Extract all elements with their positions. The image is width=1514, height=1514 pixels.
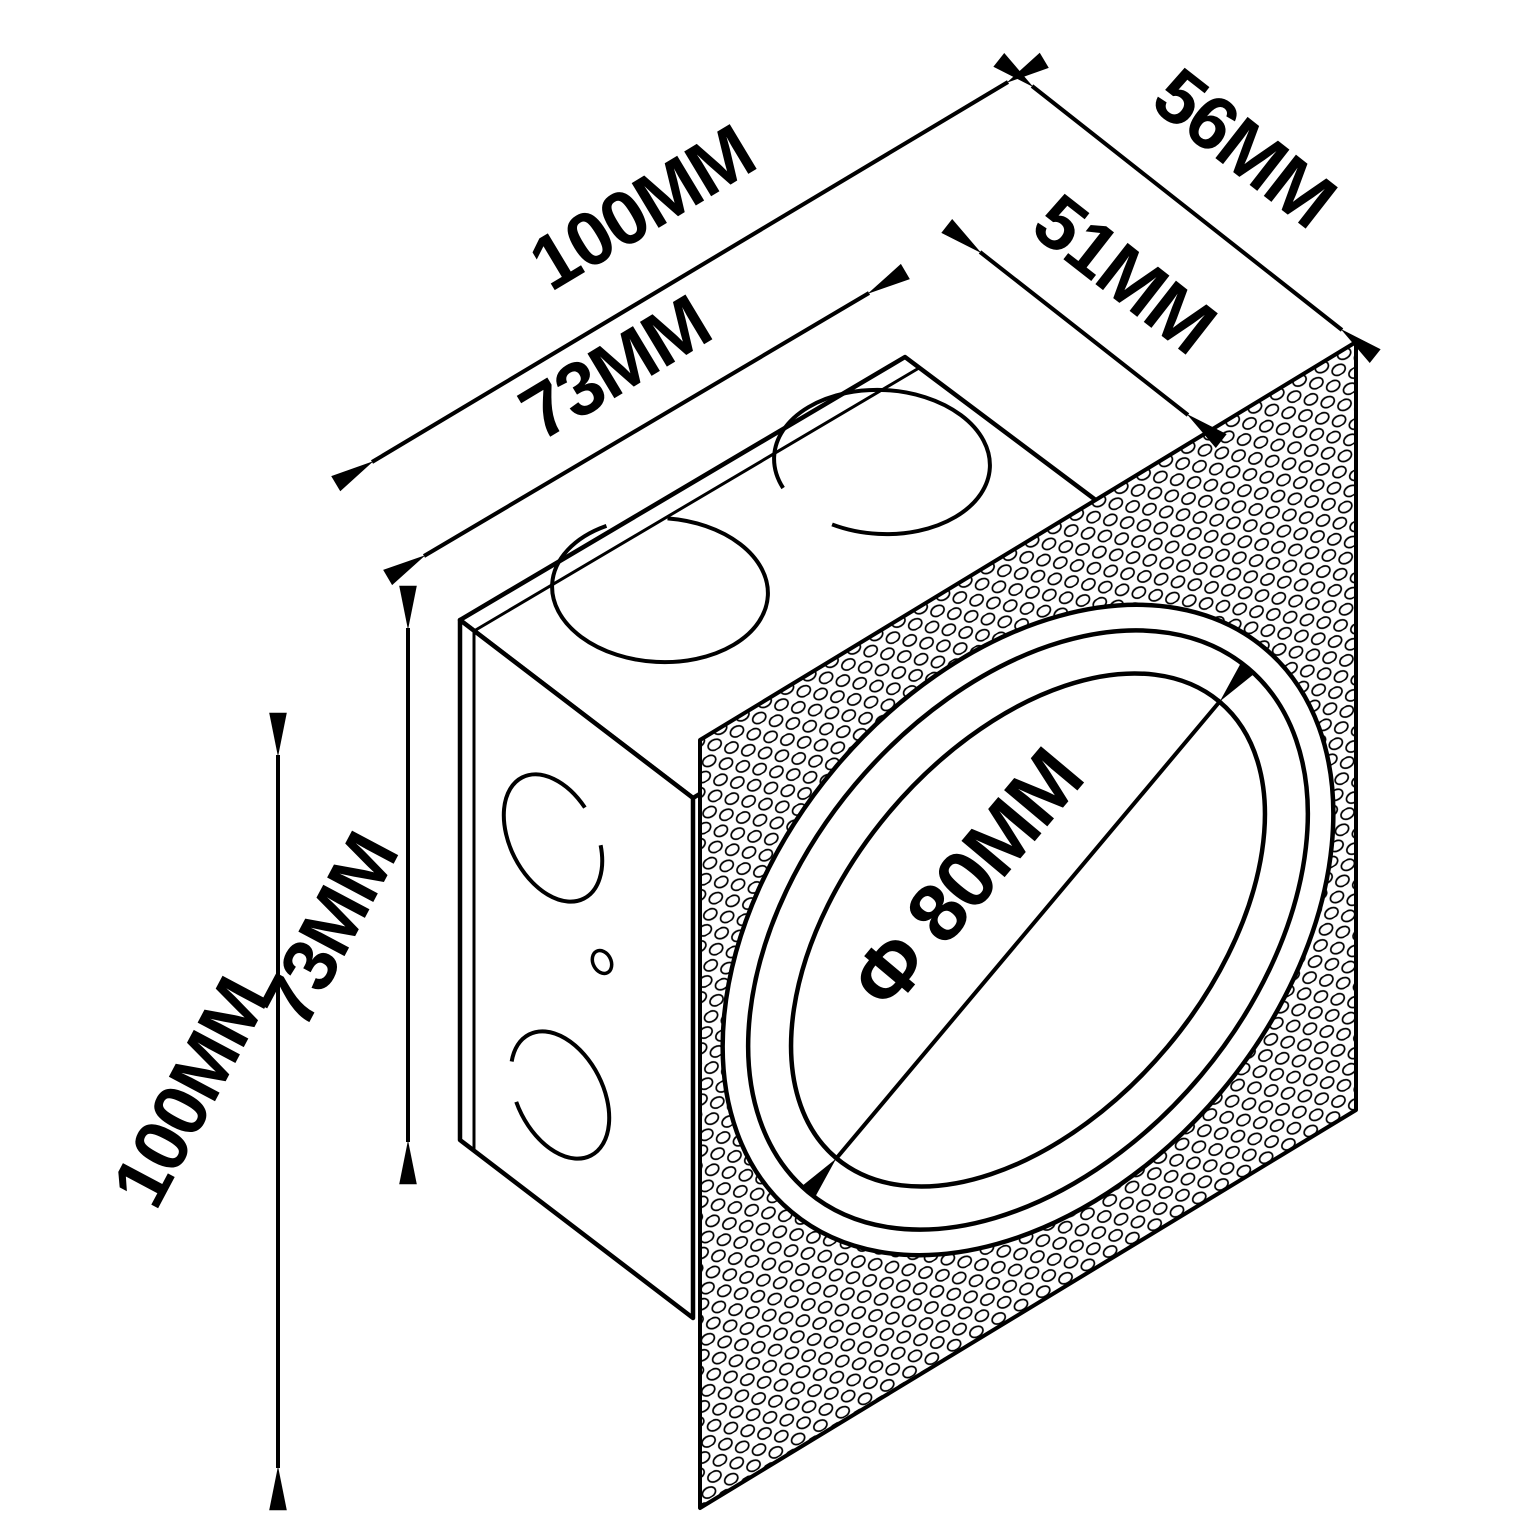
dim-label-box-width: 73MM — [506, 279, 724, 456]
dim-line-opening-diameter — [801, 661, 1255, 1199]
dim-label-plate-width: 100MM — [516, 109, 768, 307]
knockout-side-upper-icon — [501, 772, 605, 904]
dim-label-plate-height: 100MM — [96, 966, 285, 1221]
dimension-annotations — [269, 52, 1381, 1511]
dim-line-overall-depth — [993, 52, 1381, 364]
dim-label-box-depth: 51MM — [1017, 178, 1229, 370]
knockout-side-lower-icon — [508, 1029, 612, 1161]
dim-line-box-width — [383, 263, 910, 586]
dim-line-box-depth — [941, 219, 1227, 448]
dim-label-overall-depth: 56MM — [1137, 52, 1349, 244]
screw-hole-icon — [590, 948, 614, 976]
box-side-face — [457, 617, 696, 1321]
